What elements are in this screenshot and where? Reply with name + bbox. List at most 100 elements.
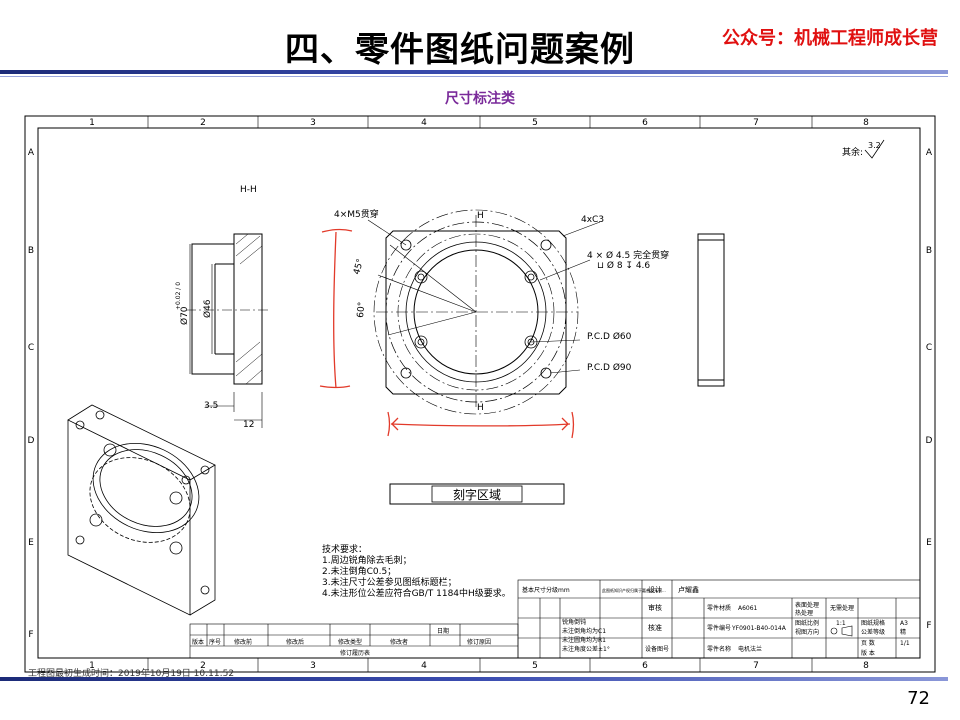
tb-equipment-no: 设备图号 <box>645 645 669 653</box>
tb-edge-note-4: 未注角度公差±1° <box>562 645 610 653</box>
zone-col-6: 6 <box>642 118 648 128</box>
rev-h-seq: 序号 <box>209 638 221 646</box>
zone-row-b: B <box>28 246 34 256</box>
zone-col-4-bottom: 4 <box>421 661 427 671</box>
zone-col-5-bottom: 5 <box>532 661 538 671</box>
zone-row-f: F <box>28 630 33 640</box>
zone-row-e-right: E <box>926 538 932 548</box>
tech-req-heading: 技术要求： <box>322 543 367 555</box>
tb-design: 设计 <box>648 585 662 594</box>
red-markup <box>319 228 575 439</box>
tb-scale: 1:1 <box>836 620 846 627</box>
tb-paper-label: 图纸规格 <box>861 619 885 627</box>
zone-col-8-bottom: 8 <box>863 661 869 671</box>
rev-h-type: 修改类型 <box>338 638 362 646</box>
page-number: 72 <box>907 688 930 709</box>
tb-surface: 无需处理 <box>830 604 854 612</box>
brand-label: 公众号：机械工程师成长营 <box>722 28 938 49</box>
tb-surface-label: 表面处理 <box>795 601 819 609</box>
rev-h-reason: 修订原因 <box>467 638 491 646</box>
zone-row-f-right: F <box>926 621 931 631</box>
tb-part-name-label: 零件名称 <box>707 645 731 653</box>
dim-angle45: 45° <box>352 258 366 276</box>
dim-counterbore: ⊔ Ø 8 ↧ 4.6 <box>597 260 650 271</box>
title-block <box>517 579 921 659</box>
zone-row-labels: A B C D E F A B C D E F <box>28 148 933 640</box>
bottom-divider <box>0 677 948 681</box>
engrave-label-box <box>431 485 523 503</box>
zone-row-a: A <box>28 148 35 158</box>
tb-part-no-label: 零件编号 <box>707 624 731 632</box>
rev-h-author: 修改者 <box>390 638 408 646</box>
engrave-box <box>389 483 565 505</box>
tb-tol: 精 <box>900 628 906 636</box>
rev-h-before: 修改前 <box>234 638 252 646</box>
zone-col-8: 8 <box>863 118 869 128</box>
revision-caption: 修订履历表 <box>340 649 370 657</box>
flange-front-view <box>373 209 579 415</box>
zone-row-d: D <box>28 436 35 446</box>
tb-tol-label: 公差等级 <box>861 628 885 636</box>
tech-req-item-1: 1.周边锐角除去毛刺； <box>322 554 412 566</box>
tech-req-item-2: 2.未注倒角C0.5； <box>322 565 396 577</box>
sheet-inner-frame <box>37 127 921 659</box>
zone-row-c-right: C <box>926 343 932 353</box>
projection-symbol-icon <box>830 625 853 637</box>
cut-label-bottom: H <box>477 403 484 413</box>
zone-row-c: C <box>28 343 34 353</box>
dim-m5: 4×M5贯穿 <box>334 208 379 220</box>
zone-row-a-right: A <box>926 148 933 158</box>
zone-col-1: 1 <box>89 118 95 128</box>
tb-general-tol: 基本尺寸分级mm <box>522 586 570 594</box>
zone-row-d-right: D <box>926 436 933 446</box>
tech-req-item-3: 3.未注尺寸公差参见图纸标题栏； <box>322 576 457 588</box>
tb-part-no: YF0901-B40-014A <box>731 625 787 632</box>
tb-material-label: 零件材质 <box>707 604 731 612</box>
tb-approve: 核准 <box>648 623 662 632</box>
tb-edge-note-3: 未注圆角均为R1 <box>562 636 606 644</box>
dim-dia70-tolerance: +0.02 / 0 <box>175 282 182 310</box>
section-label: H-H <box>240 185 257 195</box>
dim-12: 12 <box>243 420 254 430</box>
tb-scale-label: 图纸比例 <box>795 619 819 627</box>
top-divider-thin <box>0 76 948 77</box>
rev-h-version: 版本 <box>192 638 204 646</box>
tb-review: 审核 <box>648 603 662 612</box>
zone-col-3-bottom: 3 <box>310 661 316 671</box>
dim-angle60: 60° <box>356 301 367 318</box>
tb-view-label: 视图方向 <box>795 628 819 636</box>
tb-tol-note: 此图纸知识产权归属于嘉善县无锡... <box>602 587 666 593</box>
section-view <box>186 233 268 385</box>
dim-pcd90: P.C.D Ø90 <box>587 362 632 373</box>
roughness-value: 3.2 <box>868 141 881 150</box>
dim-hole: 4 × Ø 4.5 完全贯穿 <box>587 249 669 261</box>
isometric-view <box>67 404 216 616</box>
zone-col-2-bottom: 2 <box>200 661 206 671</box>
rev-h-date: 日期 <box>437 627 449 635</box>
roughness-symbol-icon <box>864 139 885 159</box>
tb-heat-label: 热处理 <box>795 609 813 617</box>
zone-column-labels: 1 2 3 4 5 6 7 8 1 2 3 4 5 6 7 8 <box>89 118 869 671</box>
roughness-note: 其余: <box>842 146 863 158</box>
tb-edge-note-1: 锐角倒钝 <box>562 618 586 626</box>
tb-page: 1/1 <box>900 640 910 647</box>
zone-col-4: 4 <box>421 118 427 128</box>
dim-pcd60: P.C.D Ø60 <box>587 331 632 342</box>
tb-paper: A3 <box>900 620 908 627</box>
zone-columns <box>147 116 813 672</box>
dim-dia46: Ø46 <box>202 299 213 318</box>
zone-row-e: E <box>28 538 34 548</box>
drawing-footer: 工程图最初生成时间：2019年10月19日 10:11:52 <box>28 669 235 679</box>
zone-col-7: 7 <box>753 118 759 128</box>
slide-subtitle: 尺寸标注类 <box>445 91 515 107</box>
dim-3-5: 3.5 <box>204 401 218 411</box>
engrave-area-label: 刻字区域 <box>453 487 501 502</box>
tb-page-label: 页 数 <box>861 639 875 647</box>
zone-row-b-right: B <box>926 246 932 256</box>
leader-lines <box>367 219 601 374</box>
zone-col-2: 2 <box>200 118 206 128</box>
zone-col-6-bottom: 6 <box>642 661 648 671</box>
cut-label-top: H <box>477 211 484 221</box>
tech-req-item-4: 4.未注形位公差应符合GB/T 1184中H级要求。 <box>322 587 511 599</box>
